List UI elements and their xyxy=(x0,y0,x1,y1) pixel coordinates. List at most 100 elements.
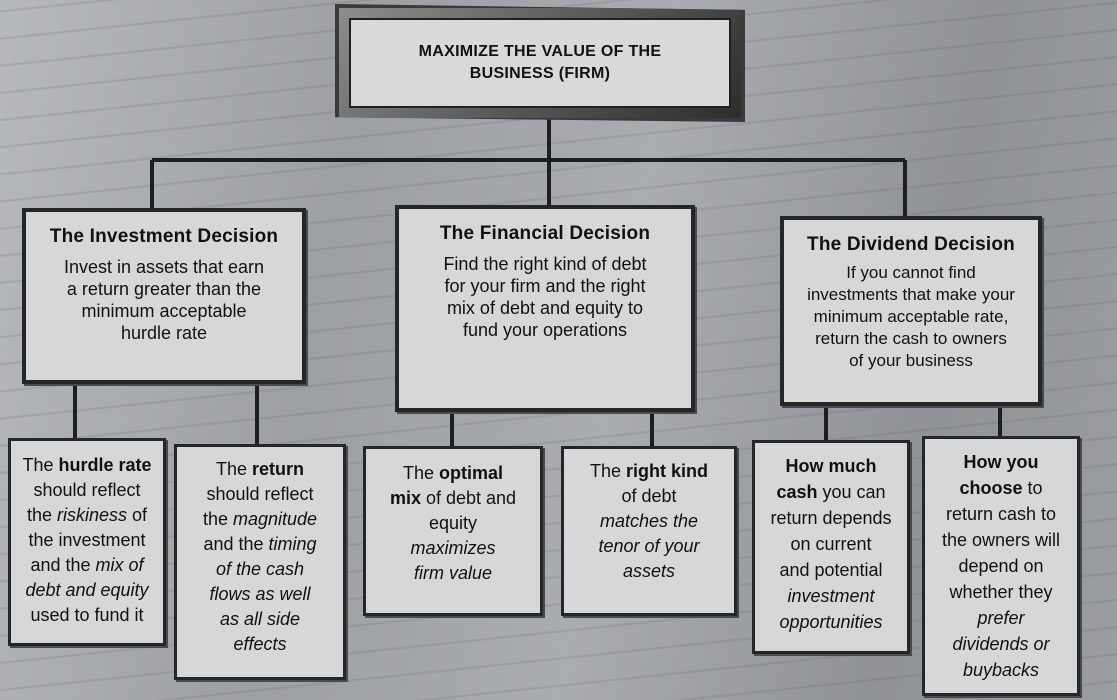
leaf-text-line: assets xyxy=(564,559,734,584)
leaf-text-italic: maximizes xyxy=(410,538,496,558)
leaf-text-line: tenor of your xyxy=(564,534,734,559)
leaf-text-line: mix of debt and xyxy=(366,486,540,511)
leaf-text-line: How you xyxy=(925,449,1077,475)
leaf-text: The xyxy=(589,461,627,481)
leaf-text: the xyxy=(26,505,57,525)
dividend-desc-line: of your business xyxy=(849,351,973,370)
leaf-text-italic: prefer xyxy=(977,608,1025,628)
leaf-text: on current xyxy=(790,534,872,554)
leaf-text: the xyxy=(202,509,233,529)
leaf-text-line: matches the xyxy=(564,509,734,534)
investment-desc-line: minimum acceptable xyxy=(81,301,247,321)
leaf-text-italic: matches the xyxy=(599,511,699,531)
leaf-text-line: effects xyxy=(177,632,343,657)
leaf-text-italic: mix of xyxy=(95,555,144,575)
leaf-text: return depends xyxy=(770,508,892,528)
financial-desc-line: Find the right kind of debt xyxy=(443,254,647,274)
leaf-text: The xyxy=(22,455,59,475)
leaf-text: the investment xyxy=(28,530,146,550)
leaf-text: and the xyxy=(203,534,269,554)
leaf-text-line: the magnitude xyxy=(177,507,343,532)
leaf-text-bold: How much xyxy=(785,456,877,476)
leaf-text-bold: cash xyxy=(776,482,818,502)
leaf-text-italic: magnitude xyxy=(232,509,318,529)
leaf-text-italic: firm value xyxy=(413,563,493,583)
investment-decision-box: The Investment Decision Invest in assets… xyxy=(22,208,306,384)
leaf-text: The xyxy=(215,459,252,479)
leaf-text-italic: assets xyxy=(622,561,676,581)
leaf-text: used to fund it xyxy=(30,605,144,625)
leaf-text-bold: right kind xyxy=(626,461,709,481)
financial-decision-box: The Financial Decision Find the right ki… xyxy=(395,205,695,412)
leaf-text-italic: opportunities xyxy=(779,612,883,632)
leaf-text-italic: as all side xyxy=(219,609,301,629)
leaf-text: you can xyxy=(817,482,886,502)
leaf-text: should reflect xyxy=(33,480,141,500)
leaf-text-italic: effects xyxy=(233,634,287,654)
top-goal-line-2: BUSINESS (FIRM) xyxy=(469,65,611,82)
leaf-text-bold: mix xyxy=(389,488,421,508)
leaf-text-italic: riskiness xyxy=(57,505,128,525)
leaf-how-much-cash: How much cash you can return depends on cur… xyxy=(752,440,910,654)
dividend-decision-title: The Dividend Decision xyxy=(807,234,1015,255)
leaf-text: should reflect xyxy=(206,484,314,504)
leaf-text-line: whether they xyxy=(925,579,1077,605)
leaf-text-line: should reflect xyxy=(177,482,343,507)
leaf-text-bold: hurdle rate xyxy=(58,455,152,475)
leaf-text-line: should reflect xyxy=(11,478,163,503)
dividend-decision-box: The Dividend Decision If you cannot find… xyxy=(780,216,1042,406)
leaf-text-line: firm value xyxy=(366,561,540,586)
leaf-text-line: the riskiness of xyxy=(11,503,163,528)
investment-decision-title: The Investment Decision xyxy=(49,226,279,247)
leaf-text-line: prefer xyxy=(925,605,1077,631)
leaf-text: and the xyxy=(30,555,96,575)
leaf-text: of xyxy=(127,505,148,525)
leaf-text: return cash to xyxy=(945,504,1057,524)
leaf-text-italic: dividends or xyxy=(952,634,1050,654)
leaf-text-italic: flows as well xyxy=(209,584,311,604)
financial-decision-title: The Financial Decision xyxy=(439,223,651,244)
leaf-text-line: as all side xyxy=(177,607,343,632)
dividend-desc-line: minimum acceptable rate, xyxy=(813,307,1009,326)
leaf-text-bold: return xyxy=(252,459,305,479)
investment-desc-line: hurdle rate xyxy=(120,323,208,343)
leaf-text-bold: choose xyxy=(959,478,1023,498)
leaf-text-line: the owners will xyxy=(925,527,1077,553)
leaf-text: equity xyxy=(428,513,478,533)
leaf-text-line: return depends xyxy=(755,505,907,531)
leaf-text: the owners will xyxy=(941,530,1061,550)
leaf-text-line: and potential xyxy=(755,557,907,583)
leaf-text-line: equity xyxy=(366,511,540,536)
financial-desc-line: for your firm and the right xyxy=(444,276,646,296)
leaf-text-line: opportunities xyxy=(755,609,907,635)
leaf-text-bold: How you xyxy=(963,452,1039,472)
leaf-text: of debt xyxy=(621,486,677,506)
leaf-text: whether they xyxy=(949,582,1053,602)
leaf-how-you-choose: How you choose to return cash to the owners… xyxy=(922,436,1080,696)
leaf-text-italic: timing xyxy=(268,534,317,554)
leaf-text: depend on xyxy=(958,556,1044,576)
financial-desc-line: fund your operations xyxy=(462,320,628,340)
leaf-text-line: the investment xyxy=(11,528,163,553)
leaf-text-italic: buybacks xyxy=(962,660,1040,680)
leaf-text-line: The hurdle rate xyxy=(11,453,163,478)
leaf-text-line: and the mix of xyxy=(11,553,163,578)
dividend-decision-desc: If you cannot find investments that make… xyxy=(797,262,1025,372)
dividend-desc-line: investments that make your xyxy=(807,285,1015,304)
leaf-text: and potential xyxy=(779,560,883,580)
leaf-text-line: return cash to xyxy=(925,501,1077,527)
leaf-text-line: The optimal xyxy=(366,461,540,486)
dividend-desc-line: If you cannot find xyxy=(846,263,976,282)
leaf-text-line: flows as well xyxy=(177,582,343,607)
leaf-text-line: dividends or xyxy=(925,631,1077,657)
top-goal-line-1: MAXIMIZE THE VALUE OF THE xyxy=(418,43,662,60)
leaf-text-line: choose to xyxy=(925,475,1077,501)
dividend-desc-line: return the cash to owners xyxy=(815,329,1007,348)
investment-desc-line: Invest in assets that earn xyxy=(63,257,265,277)
leaf-text: The xyxy=(402,463,439,483)
leaf-text-line: investment xyxy=(755,583,907,609)
top-goal-box: MAXIMIZE THE VALUE OF THE BUSINESS (FIRM… xyxy=(335,4,745,122)
